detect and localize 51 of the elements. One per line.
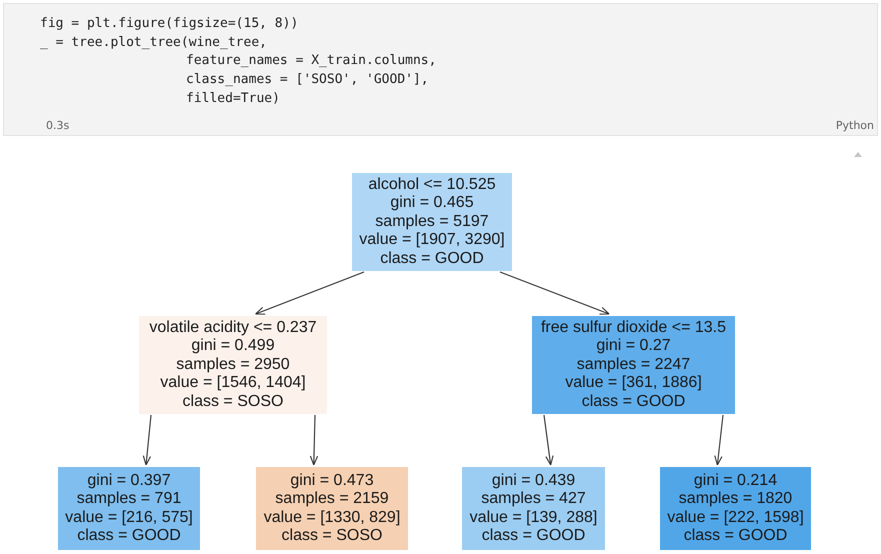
node-text: samples = 427 — [481, 490, 586, 508]
tree-node-box — [139, 316, 327, 414]
node-text: volatile acidity <= 0.237 — [149, 318, 317, 338]
node-text: value = [139, 288] — [470, 508, 598, 527]
node-text: class = SOSO — [282, 527, 382, 546]
node-text: gini = 0.473 — [290, 472, 374, 490]
node-text: value = [216, 575] — [65, 508, 193, 527]
arrow — [543, 414, 554, 466]
arrow — [142, 414, 152, 466]
node-text: samples = 2950 — [176, 356, 290, 374]
node-text: samples = 1820 — [678, 490, 792, 508]
node-text: gini = 0.499 — [191, 337, 275, 356]
node-text: samples = 791 — [76, 490, 182, 508]
node-text: value = [1330, 829] — [264, 508, 400, 527]
code-line: filled=True) — [186, 90, 280, 108]
node-text: class = GOOD — [482, 527, 586, 546]
code-line: _ = tree.plot_tree(wine_tree, — [40, 34, 267, 52]
code-line: fig = plt.figure(figsize=(15, 8)) — [40, 15, 298, 33]
tree-node-box — [532, 316, 735, 414]
node-text: samples = 2247 — [576, 356, 690, 374]
node-text: class = GOOD — [77, 527, 181, 546]
node-text: alcohol <= 10.525 — [368, 176, 496, 194]
node-text: gini = 0.439 — [492, 472, 576, 490]
node-text: gini = 0.214 — [694, 472, 778, 490]
node-text: free sulfur dioxide <= 13.5 — [540, 318, 726, 338]
node-text: value = [1546, 1404] — [160, 374, 306, 393]
arrow — [500, 271, 610, 315]
node-text: class = SOSO — [182, 392, 284, 412]
arrow — [714, 414, 724, 466]
node-text: class = GOOD — [380, 250, 484, 268]
node-text: gini = 0.27 — [596, 337, 671, 356]
tree-node-box — [462, 467, 605, 550]
node-text: value = [361, 1886] — [565, 374, 702, 393]
tree-node-box — [660, 467, 811, 550]
arrow — [255, 271, 364, 315]
code-line: class_names = ['SOSO', 'GOOD'], — [186, 71, 429, 89]
node-text: value = [1907, 3290] — [359, 231, 505, 250]
tree-node-box — [352, 173, 512, 271]
node-text: class = GOOD — [684, 527, 788, 546]
arrow — [310, 414, 318, 466]
node-text: samples = 2159 — [275, 490, 389, 508]
tree-node-box — [256, 467, 408, 550]
node-text: gini = 0.465 — [390, 194, 474, 213]
node-text: gini = 0.397 — [87, 472, 171, 490]
node-text: samples = 5197 — [375, 212, 489, 232]
execution-time: 0.3s — [46, 119, 70, 132]
node-text: class = GOOD — [582, 392, 686, 412]
code-line: feature_names = X_train.columns, — [186, 52, 436, 70]
language-label: Python — [836, 119, 874, 132]
tree-node-box — [58, 467, 200, 550]
node-text: value = [222, 1598] — [667, 508, 804, 527]
